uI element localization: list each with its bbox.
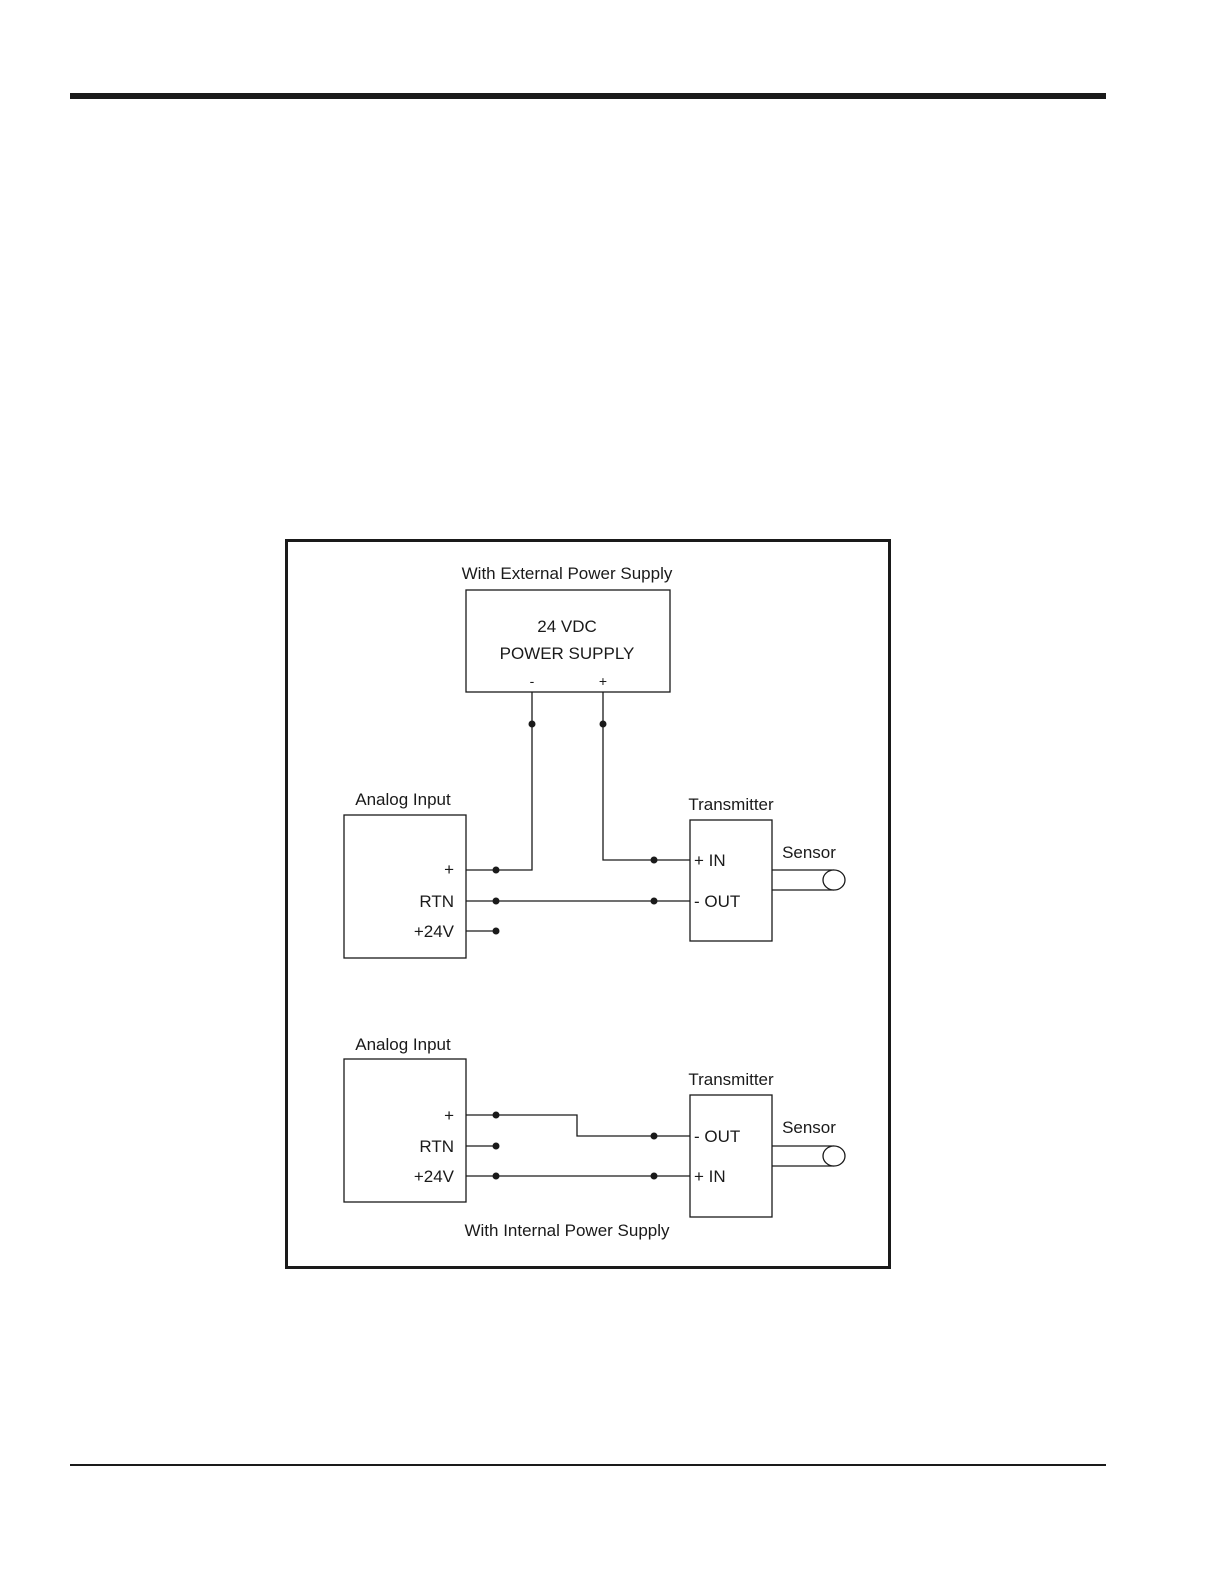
wire-psu-neg-to-ai-plus [466, 692, 532, 870]
wire-ai-plus-to-tx-out [466, 1115, 690, 1136]
sensor-top: Sensor [772, 843, 845, 890]
analog-input-plus-top: + [444, 860, 454, 879]
sensor-probe-icon [823, 870, 845, 890]
sensor-label-top: Sensor [782, 843, 836, 862]
power-supply-voltage: 24 VDC [537, 617, 597, 636]
sensor-probe-icon [823, 1146, 845, 1166]
transmitter-box-bottom: Transmitter - OUT + IN [688, 1070, 774, 1217]
junction-dots-bottom [493, 1112, 658, 1180]
analog-input-box-bottom: Analog Input + RTN +24V [344, 1035, 466, 1202]
transmitter-out-bottom: - OUT [694, 1127, 740, 1146]
wires-top [466, 692, 690, 931]
wires-bottom [466, 1115, 690, 1176]
external-supply-title: With External Power Supply [462, 564, 673, 583]
analog-input-label-top: Analog Input [355, 790, 451, 809]
analog-input-plus-bottom: + [444, 1106, 454, 1125]
power-supply-neg-terminal: - [530, 673, 535, 689]
transmitter-box-top: Transmitter + IN - OUT [688, 795, 774, 941]
transmitter-in-bottom: + IN [694, 1167, 726, 1186]
wiring-diagram: With External Power Supply 24 VDC POWER … [285, 539, 891, 1269]
transmitter-label-bottom: Transmitter [688, 1070, 774, 1089]
transmitter-out-top: - OUT [694, 892, 740, 911]
power-supply-box: 24 VDC POWER SUPPLY - + [466, 590, 670, 692]
transmitter-label-top: Transmitter [688, 795, 774, 814]
wire-psu-pos-to-tx-in [603, 692, 690, 860]
analog-input-24v-top: +24V [414, 922, 455, 941]
internal-supply-title: With Internal Power Supply [464, 1221, 670, 1240]
transmitter-in-top: + IN [694, 851, 726, 870]
junction-dots-top [493, 721, 658, 935]
footer-rule [70, 1464, 1106, 1466]
power-supply-pos-terminal: + [599, 673, 607, 689]
sensor-bottom: Sensor [772, 1118, 845, 1166]
header-rule [70, 93, 1106, 99]
analog-input-label-bottom: Analog Input [355, 1035, 451, 1054]
analog-input-24v-bottom: +24V [414, 1167, 455, 1186]
sensor-label-bottom: Sensor [782, 1118, 836, 1137]
power-supply-name: POWER SUPPLY [500, 644, 635, 663]
analog-input-box-top: Analog Input + RTN +24V [344, 790, 466, 958]
analog-input-rtn-bottom: RTN [419, 1137, 454, 1156]
analog-input-rtn-top: RTN [419, 892, 454, 911]
